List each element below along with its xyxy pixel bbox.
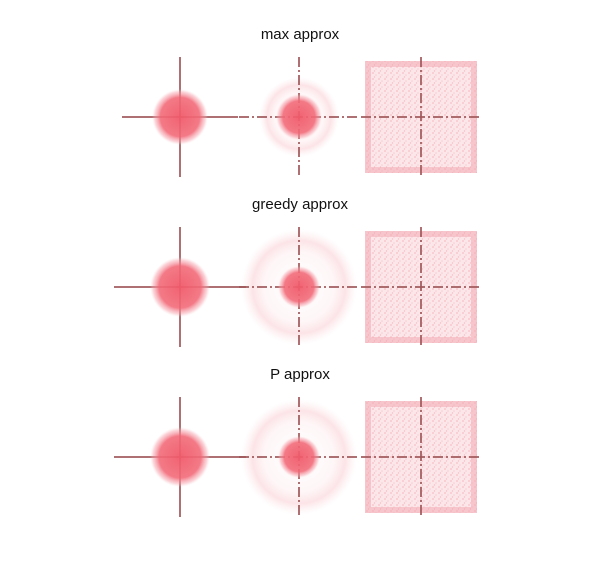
panel-title-max-approx: max approx <box>260 26 340 43</box>
greedy-approx-middle-blob <box>278 266 320 308</box>
panel-title-greedy-approx: greedy approx <box>252 196 348 213</box>
p-approx-middle-blob <box>278 436 320 478</box>
greedy-approx-left-blob <box>150 257 210 317</box>
p-approx-left-blob <box>150 427 210 487</box>
max-approx-left-blob <box>152 89 208 145</box>
max-approx-middle-blob <box>276 94 322 140</box>
panel-title-p-approx: P approx <box>270 366 330 383</box>
